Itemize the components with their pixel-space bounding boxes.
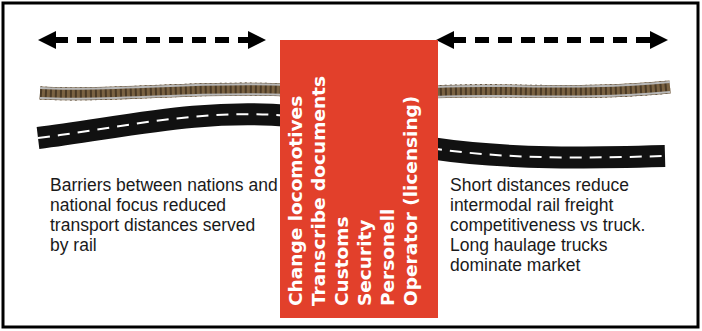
dashed-double-arrow: [38, 31, 266, 49]
rotated-text-group: Change locomotivesTranscribe documentsCu…: [280, 40, 438, 318]
road: [38, 114, 290, 138]
border-barrier-band: Change locomotivesTranscribe documentsCu…: [280, 40, 438, 318]
note-text: Barriers between nations and national fo…: [50, 175, 278, 255]
barrier-item: Change locomotives: [284, 40, 307, 306]
barrier-item: Customs: [330, 40, 353, 306]
note-text: Short distances reduce intermodal rail f…: [450, 175, 668, 275]
railway-track: [430, 82, 670, 97]
barrier-item: Transcribe documents: [307, 40, 330, 306]
barrier-item: Personell: [376, 40, 399, 306]
barrier-item: Operator (licensing): [399, 40, 422, 306]
barrier-item: Security: [353, 40, 376, 306]
railway-track: [40, 84, 290, 99]
dashed-double-arrow: [436, 31, 668, 49]
frame: [3, 3, 698, 327]
road: [430, 148, 665, 158]
